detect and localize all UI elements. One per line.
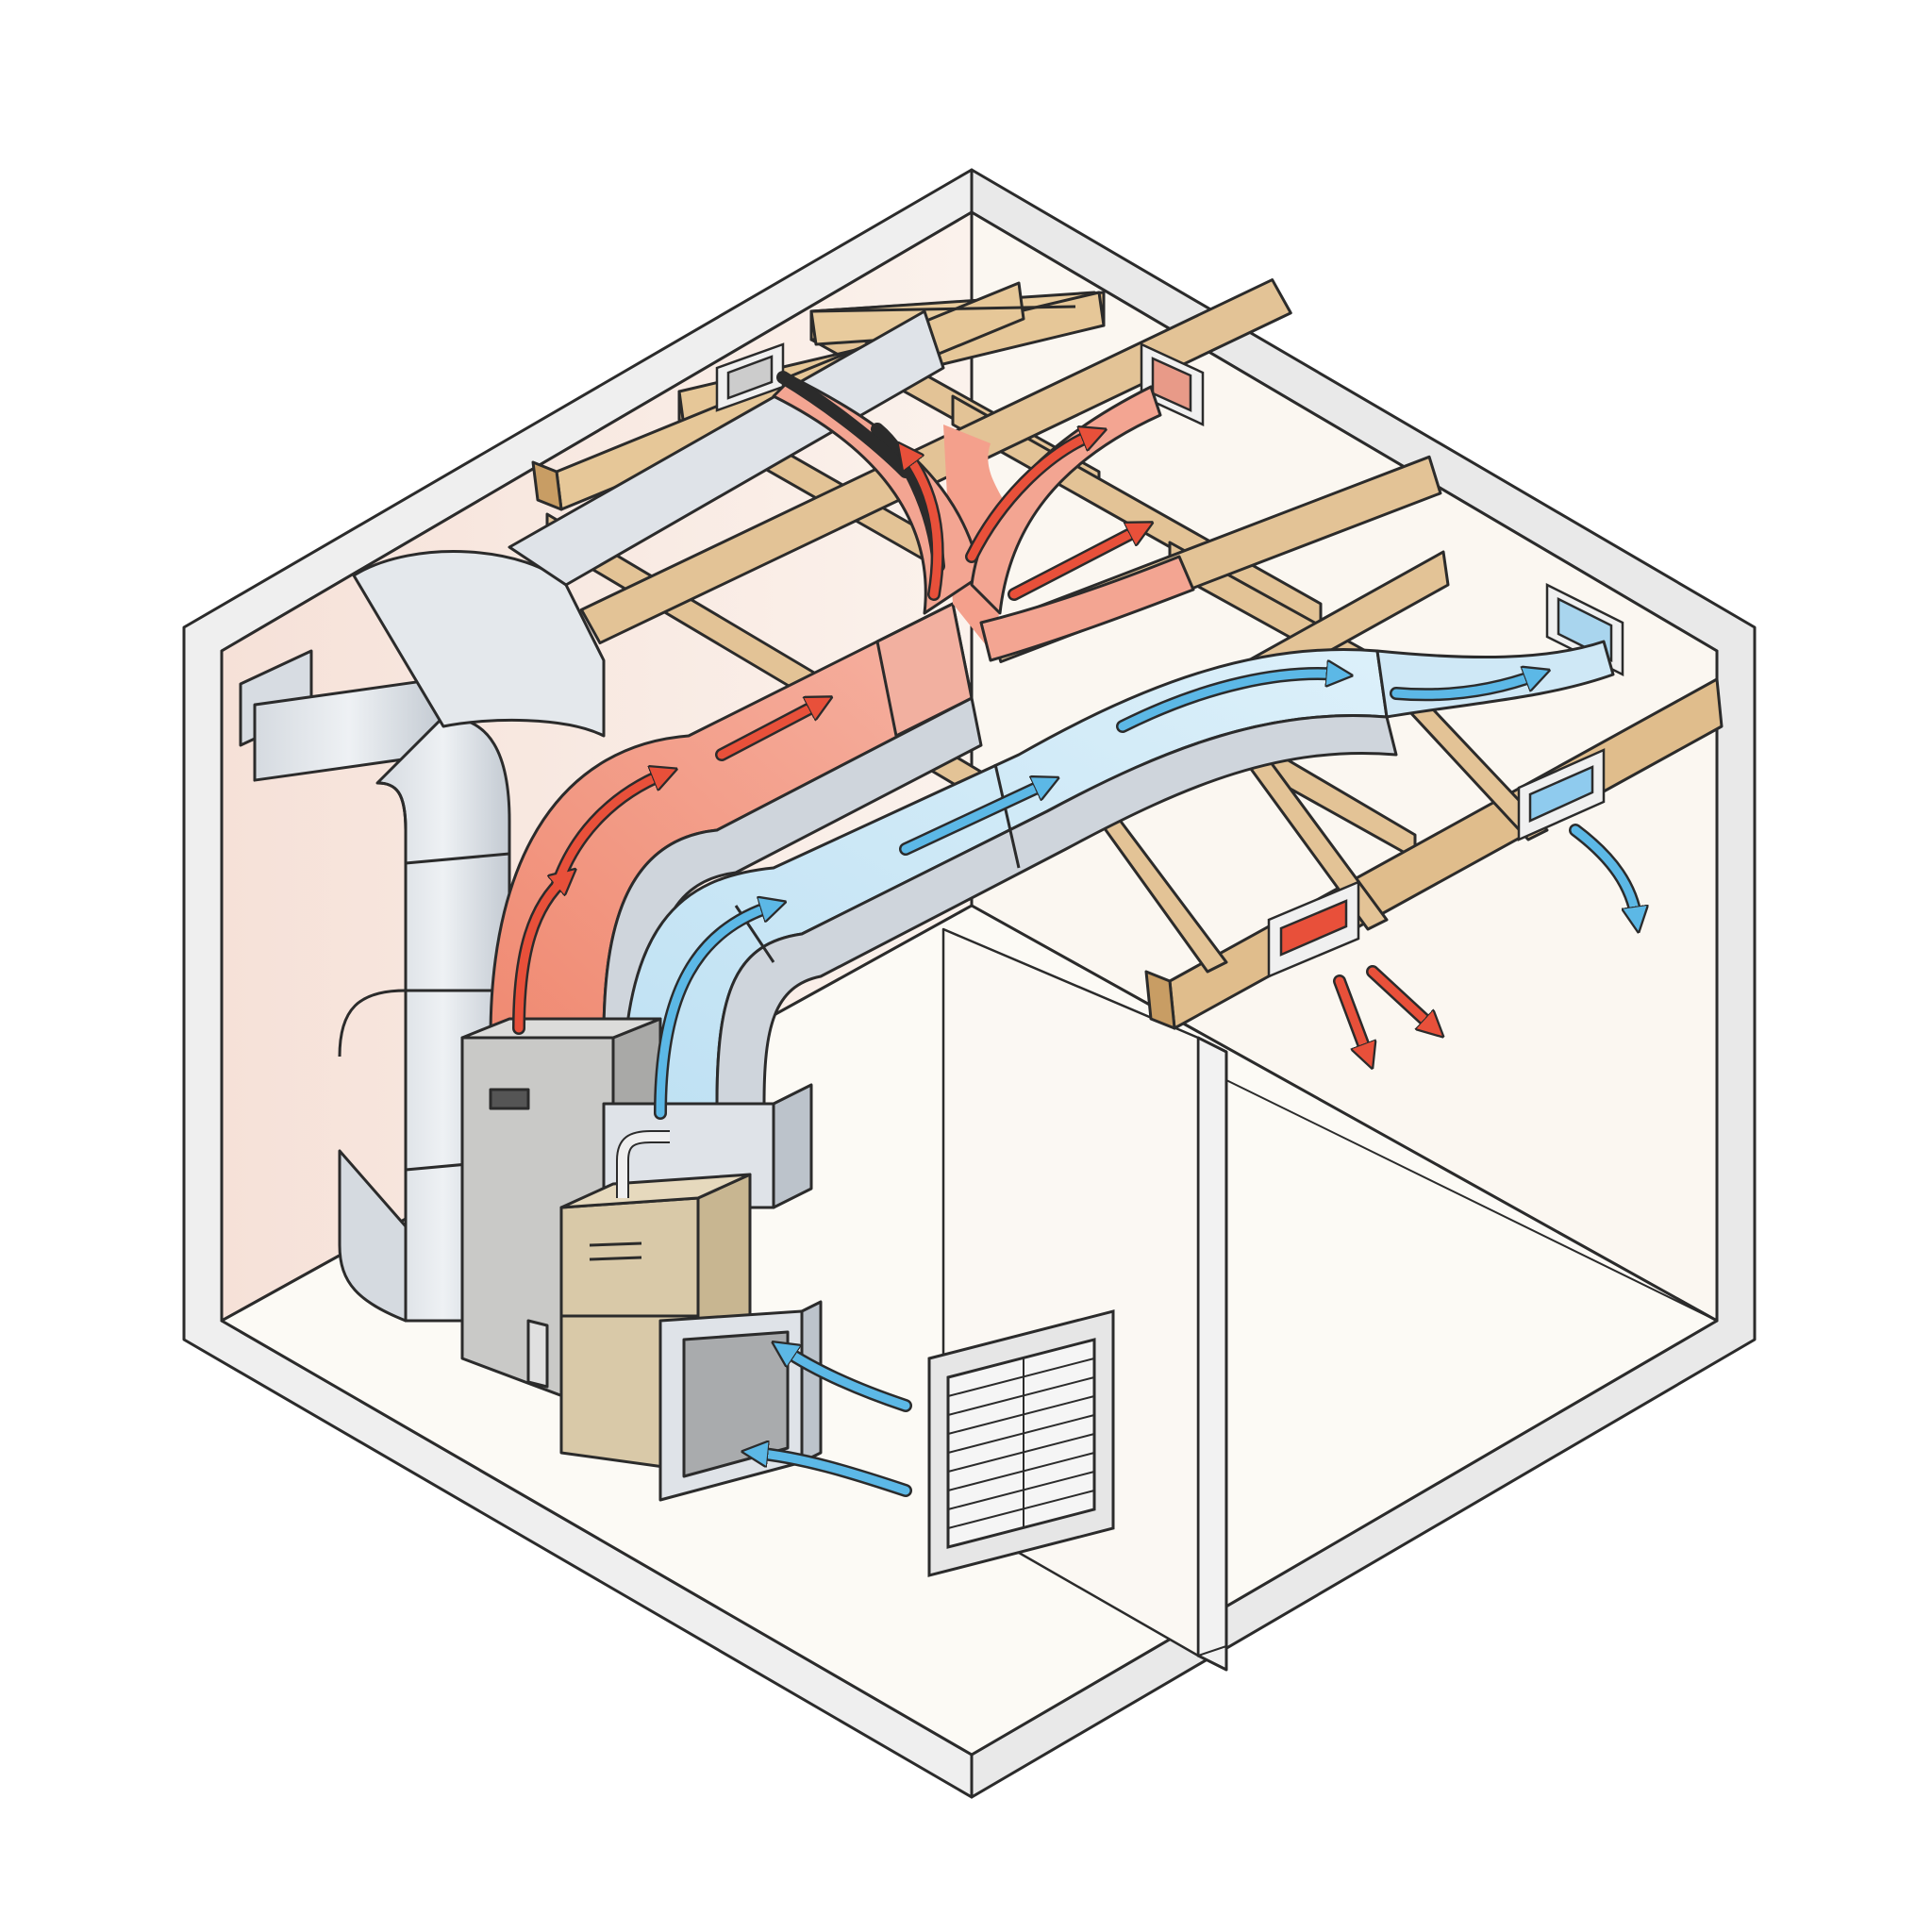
ceiling-supply-vent-right <box>1140 342 1205 426</box>
beam-register-cold <box>1517 748 1606 841</box>
beam-register-hot <box>1267 880 1360 978</box>
rear-riser-duct <box>352 550 606 738</box>
beam-top-2 <box>579 278 1292 645</box>
airflow-arrows-hot <box>512 371 1434 1057</box>
return-air-grille <box>927 1309 1115 1577</box>
airflow-arrows-cold <box>654 674 1637 1497</box>
supply-branch <box>979 555 1195 662</box>
partition-wall <box>1196 1036 1228 1672</box>
beam-back <box>810 305 1076 313</box>
supply-trunk <box>489 375 1195 1040</box>
furnace <box>460 1017 823 1502</box>
